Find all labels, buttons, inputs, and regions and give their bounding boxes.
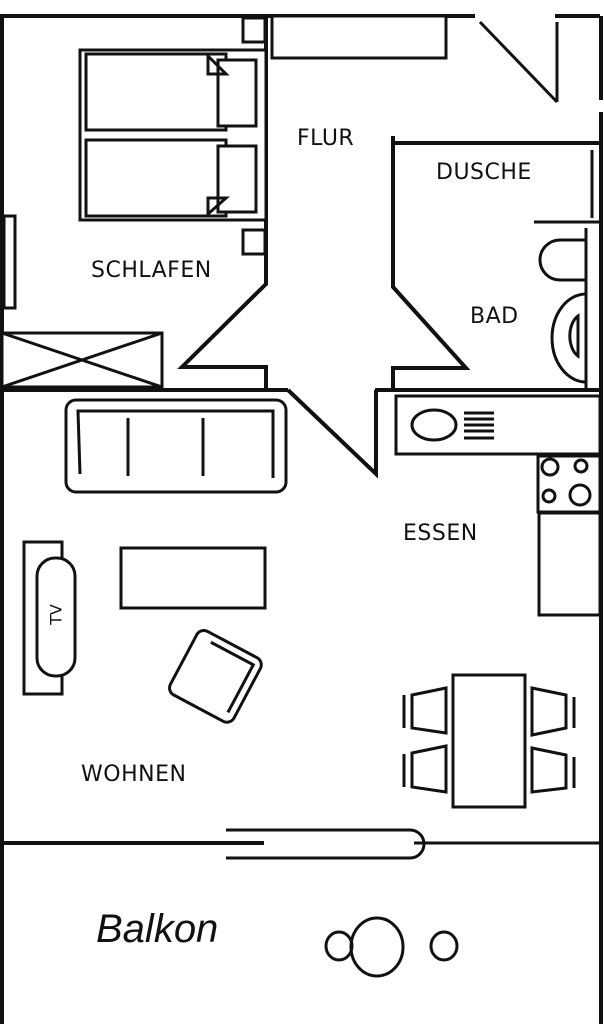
coffee-table bbox=[119, 546, 267, 610]
stove bbox=[536, 454, 602, 514]
armchair bbox=[168, 628, 263, 724]
living-walls bbox=[2, 388, 378, 479]
kitchen-counter bbox=[394, 394, 602, 456]
wardrobe bbox=[0, 331, 164, 389]
sofa bbox=[64, 398, 288, 494]
tv-label: TV bbox=[46, 604, 66, 625]
entrance-door bbox=[478, 20, 559, 104]
hall-cabinet bbox=[270, 14, 448, 60]
room-label-flur: FLUR bbox=[297, 126, 355, 151]
tv-unit bbox=[22, 540, 77, 696]
bedroom-window bbox=[2, 214, 17, 310]
balcony-furniture bbox=[324, 916, 459, 978]
room-label-bad: BAD bbox=[470, 304, 519, 329]
room-label-dusche: DUSCHE bbox=[436, 160, 532, 185]
bathroom-walls bbox=[375, 136, 600, 392]
double-bed bbox=[78, 48, 268, 222]
kitchen-cabinet bbox=[537, 511, 602, 617]
sink bbox=[550, 292, 587, 384]
room-label-wohnen: WOHNEN bbox=[81, 762, 187, 787]
room-label-schlafen: SCHLAFEN bbox=[91, 258, 212, 283]
toilet bbox=[538, 238, 586, 282]
room-label-essen: ESSEN bbox=[403, 521, 478, 546]
dining-set bbox=[402, 673, 576, 809]
room-label-balkon: Balkon bbox=[96, 907, 219, 951]
balcony-door bbox=[2, 828, 601, 860]
